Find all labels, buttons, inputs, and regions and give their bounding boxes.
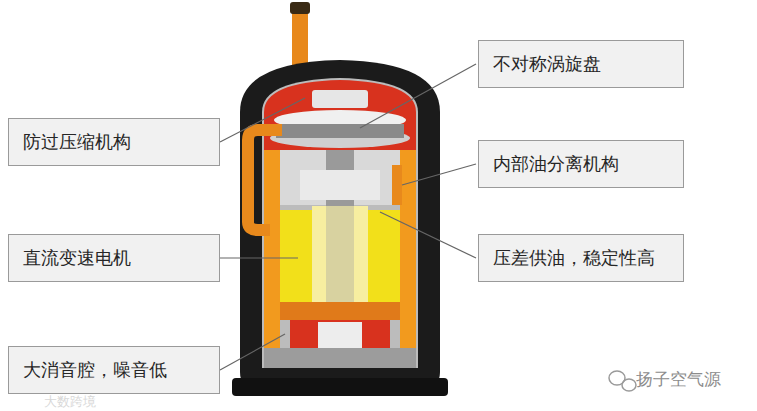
watermark-icon [609,371,636,391]
pipe-cap [290,2,310,14]
callout-box: 直流变速电机 [8,234,220,282]
suction-pipe [248,130,282,230]
callout-text: 大消音腔，噪音低 [23,359,167,382]
callout-text: 压差供油，稳定性高 [493,247,655,270]
callout-box: 内部油分离机构 [478,140,684,188]
leader-lines [220,64,476,370]
side-wall [264,150,280,360]
callout-box: 不对称涡旋盘 [478,40,684,88]
watermark: 大数跨境 [44,393,96,411]
callout-text: 直流变速电机 [23,247,131,270]
callout-text: 防过压缩机构 [23,131,131,154]
scroll-hub [312,90,368,108]
motor-rotor [312,206,368,306]
scroll-wrap [276,124,404,138]
callout-box: 压差供油，稳定性高 [478,234,684,282]
bearing [300,170,380,200]
callout-box: 防过压缩机构 [8,118,220,166]
watermark: 扬子空气源 [636,368,721,391]
callout-text: 不对称涡旋盘 [493,53,601,76]
lower-frame [280,302,400,320]
callout-box: 大消音腔，噪音低 [8,346,220,394]
rotor-core [326,206,354,306]
discharge-chamber [264,80,416,150]
oil-separator [392,165,402,205]
shell-base [232,378,448,396]
cutaway [262,78,418,368]
oil-sump [264,348,416,368]
compressor-shell [240,60,440,390]
callout-text: 内部油分离机构 [493,153,619,176]
